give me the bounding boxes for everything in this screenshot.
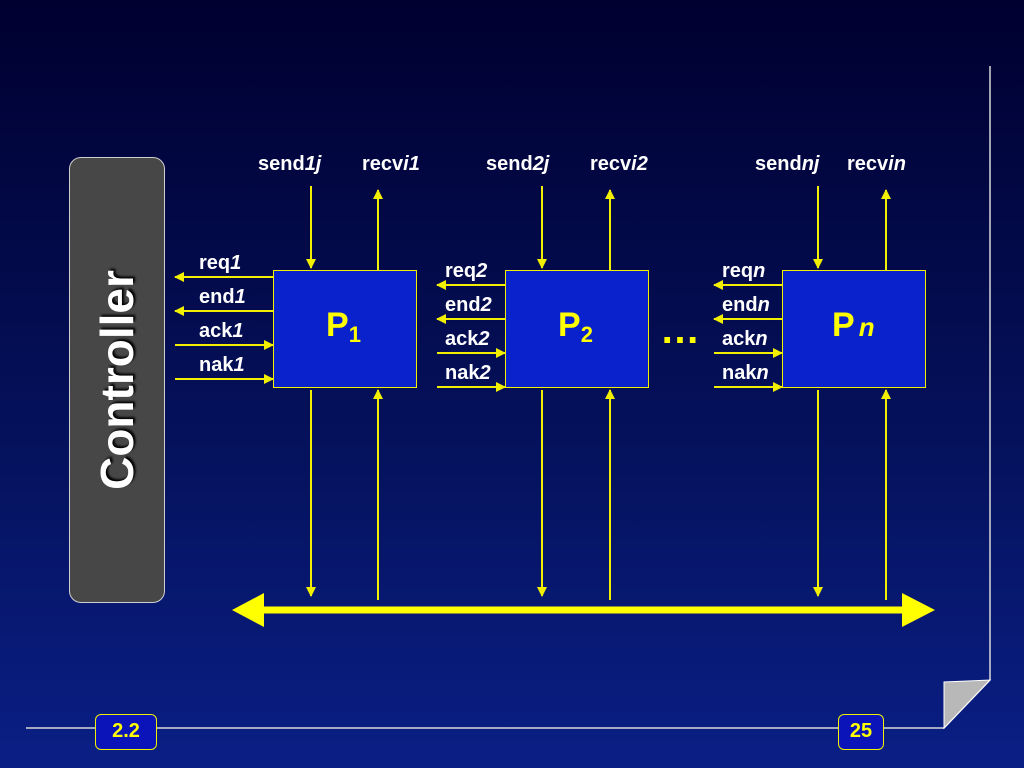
processor-2-signal-ack: ack2 <box>445 328 490 350</box>
processor-n-signal-end: endn <box>722 294 770 316</box>
ellipsis-label: … <box>660 308 703 352</box>
processor-n-recv-label: recvin <box>847 153 906 175</box>
page-curl <box>943 679 992 730</box>
processor-2-recv-label: recvi2 <box>590 153 648 175</box>
processor-2-label: P2 <box>558 306 593 347</box>
controller-label: Controller <box>91 270 143 490</box>
processor-2-send-label: send2j <box>486 153 550 175</box>
processor-1-signal-req: req1 <box>199 252 242 274</box>
processor-1-recv-label: recvi1 <box>362 153 420 175</box>
processor-n-signal-req: reqn <box>722 260 766 282</box>
processor-2-box <box>505 270 649 388</box>
controller-block <box>69 157 165 603</box>
processor-1-signal-nak: nak1 <box>199 354 245 376</box>
processor-n-send-label: sendnj <box>755 153 820 175</box>
processor-2-signal-nak: nak2 <box>445 362 491 384</box>
processor-n-box <box>782 270 926 388</box>
processor-1-label: P1 <box>326 306 361 347</box>
bus-arrow-right <box>902 593 935 627</box>
bus-arrow-left <box>232 593 264 627</box>
section-badge: 2.2 <box>95 714 157 750</box>
processor-1-send-label: send1j <box>258 153 322 175</box>
processor-2-signal-end: end2 <box>445 294 492 316</box>
processor-1-box <box>273 270 417 388</box>
page-number-badge: 25 <box>838 714 884 750</box>
processor-1-signal-ack: ack1 <box>199 320 244 342</box>
processor-n-signal-ack: ackn <box>722 328 768 350</box>
processor-n-signal-nak: nakn <box>722 362 769 384</box>
processor-1-signal-end: end1 <box>199 286 246 308</box>
processor-2-signal-req: req2 <box>445 260 488 282</box>
